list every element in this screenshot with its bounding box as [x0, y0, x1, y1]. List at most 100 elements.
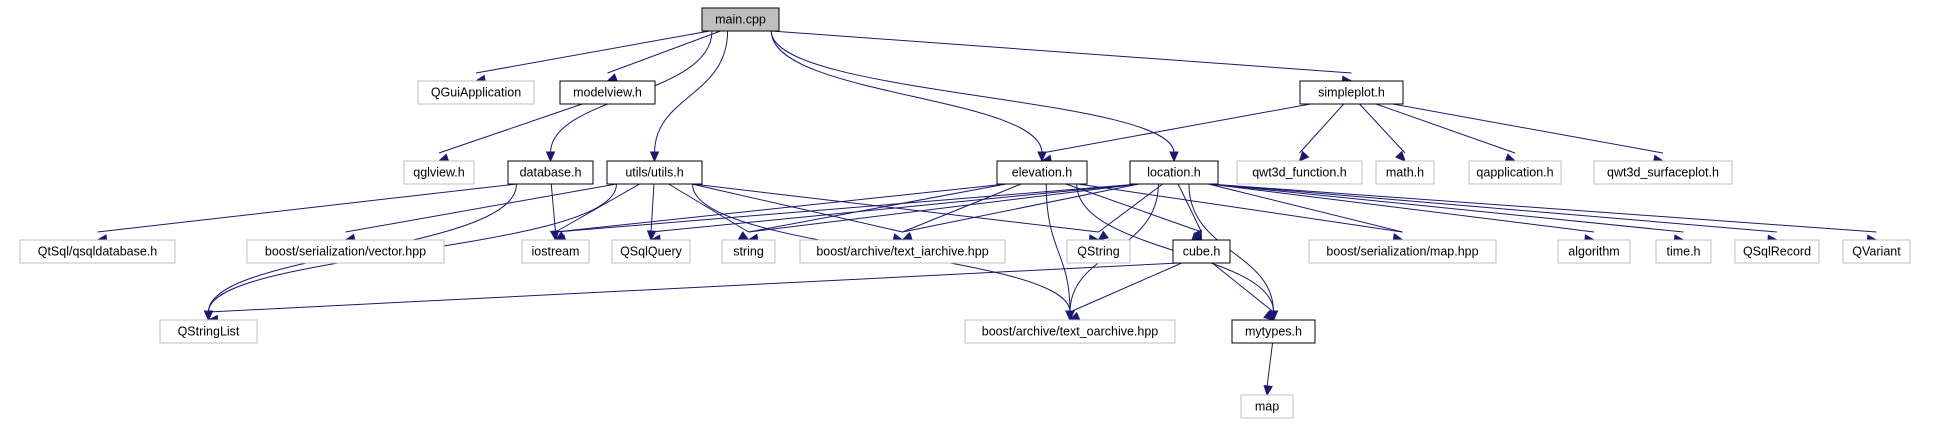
node-label: iostream — [532, 245, 580, 259]
node-box — [417, 80, 535, 105]
node-box — [1240, 394, 1294, 419]
node-boost_serialization_map: boost/serialization/map.hpp — [1308, 239, 1497, 264]
node-boost_text_oarchive: boost/archive/text_oarchive.hpp — [964, 319, 1176, 344]
arrowhead-utils_h-to-string — [737, 231, 750, 241]
node-box — [1231, 319, 1316, 344]
node-label: QSqlQuery — [620, 245, 683, 259]
node-box — [159, 319, 258, 344]
node-box — [964, 319, 1176, 344]
edge-elevation_h-to-boost_serialization_map — [1077, 183, 1403, 233]
node-box — [19, 239, 176, 264]
node-box — [1557, 239, 1631, 264]
edge-main_cpp-to-elevation_h — [770, 30, 1043, 154]
node-box — [1172, 239, 1231, 264]
node-box — [1655, 239, 1712, 264]
node-box — [507, 160, 594, 185]
node-label: QSqlRecord — [1743, 245, 1811, 259]
node-label: simpleplot.h — [1318, 86, 1385, 100]
node-box — [246, 239, 445, 264]
node-QtSql_qsqldatabase_h: QtSql/qsqldatabase.h — [19, 239, 176, 264]
edge-location_h-to-mytypes_h — [1188, 183, 1274, 313]
node-label: QStringList — [178, 325, 240, 339]
node-label: utils/utils.h — [625, 166, 683, 180]
node-label: boost/serialization/map.hpp — [1326, 245, 1478, 259]
node-elevation_h[interactable]: elevation.h — [996, 160, 1088, 185]
node-iostream: iostream — [521, 239, 590, 264]
node-label: modelview.h — [573, 86, 642, 100]
node-mytypes_h[interactable]: mytypes.h — [1231, 319, 1316, 344]
node-box — [1593, 160, 1733, 185]
node-map: map — [1240, 394, 1294, 419]
node-label: time.h — [1666, 245, 1700, 259]
edge-location_h-to-QVariant — [1209, 183, 1877, 233]
node-label: database.h — [520, 166, 582, 180]
edge-cube_h-to-boost_text_oarchive — [1069, 262, 1182, 313]
node-box — [1129, 160, 1219, 185]
arrowhead-main_cpp-to-elevation_h — [1037, 151, 1047, 163]
node-math_h: math.h — [1375, 160, 1435, 185]
edge-location_h-to-cube_h — [1177, 183, 1202, 233]
node-label: QString — [1077, 245, 1119, 259]
node-label: QtSql/qsqldatabase.h — [38, 245, 158, 259]
node-algorithm: algorithm — [1557, 239, 1631, 264]
edge-main_cpp-to-QGuiApplication — [475, 30, 710, 74]
edge-location_h-to-boost_serialization_map — [1208, 183, 1403, 233]
edge-simpleplot_h-to-elevation_h — [1041, 103, 1311, 154]
edge-main_cpp-to-utils_h — [654, 30, 729, 154]
edge-location_h-to-QString — [1098, 183, 1163, 233]
node-label: boost/archive/text_iarchive.hpp — [816, 245, 988, 259]
node-box — [1375, 160, 1435, 185]
node-modelview_h[interactable]: modelview.h — [559, 80, 656, 105]
node-box — [521, 239, 590, 264]
node-QStringList: QStringList — [159, 319, 258, 344]
edge-location_h-to-QSqlQuery — [650, 183, 1139, 233]
node-cube_h[interactable]: cube.h — [1172, 239, 1231, 264]
node-box — [799, 239, 1006, 264]
node-box — [1734, 239, 1820, 264]
node-label: qwt3d_surfaceplot.h — [1607, 166, 1719, 180]
edge-utils_h-to-boost_serialization_vector — [345, 183, 617, 233]
node-label: cube.h — [1183, 245, 1221, 259]
edge-mytypes_h-to-map — [1266, 342, 1274, 388]
arrowhead-mytypes_h-to-map — [1263, 384, 1273, 397]
node-box — [1842, 239, 1911, 264]
node-database_h[interactable]: database.h — [507, 160, 594, 185]
node-label: math.h — [1386, 166, 1424, 180]
node-box — [559, 80, 656, 105]
node-box — [721, 239, 776, 264]
node-main_cpp[interactable]: main.cpp — [701, 7, 780, 32]
edge-cube_h-to-QStringList — [208, 262, 1179, 313]
arrowhead-cube_h-to-mytypes_h — [1263, 310, 1275, 321]
node-label: algorithm — [1568, 245, 1619, 259]
node-time_h: time.h — [1655, 239, 1712, 264]
edge-main_cpp-to-modelview_h — [607, 30, 721, 74]
node-utils_h[interactable]: utils/utils.h — [606, 160, 703, 185]
node-QSqlRecord: QSqlRecord — [1734, 239, 1820, 264]
edge-utils_h-to-QSqlQuery — [650, 183, 655, 233]
node-box — [1468, 160, 1562, 185]
node-location_h[interactable]: location.h — [1129, 160, 1219, 185]
node-QSqlQuery: QSqlQuery — [611, 239, 691, 264]
arrowhead-simpleplot_h-to-math_h — [1395, 150, 1406, 162]
arrowhead-location_h-to-boost_text_oarchive — [1065, 310, 1075, 322]
node-box — [1308, 239, 1497, 264]
arrowhead-database_h-to-iostream — [549, 230, 560, 242]
node-string: string — [721, 239, 776, 264]
node-simpleplot_h[interactable]: simpleplot.h — [1299, 80, 1404, 105]
node-label: map — [1255, 400, 1279, 414]
node-label: qwt3d_function.h — [1252, 166, 1347, 180]
arrowhead-main_cpp-to-modelview_h — [606, 73, 619, 83]
edge-modelview_h-to-qglview_h — [438, 103, 583, 154]
edge-elevation_h-to-boost_text_oarchive — [1045, 183, 1071, 313]
node-label: string — [733, 245, 764, 259]
edge-location_h-to-QSqlRecord — [1209, 183, 1778, 233]
edge-utils_h-to-iostream — [555, 183, 640, 233]
edge-location_h-to-iostream — [555, 183, 1139, 233]
edge-elevation_h-to-cube_h — [1065, 183, 1202, 233]
edge-elevation_h-to-iostream — [555, 183, 1007, 233]
edge-location_h-to-boost_text_iarchive — [902, 183, 1139, 233]
node-label: main.cpp — [715, 13, 766, 27]
node-qwt3d_function_h: qwt3d_function.h — [1236, 160, 1363, 185]
edge-simpleplot_h-to-qwt3d_surfaceplot_h — [1392, 103, 1664, 154]
edge-location_h-to-algorithm — [1209, 183, 1595, 233]
